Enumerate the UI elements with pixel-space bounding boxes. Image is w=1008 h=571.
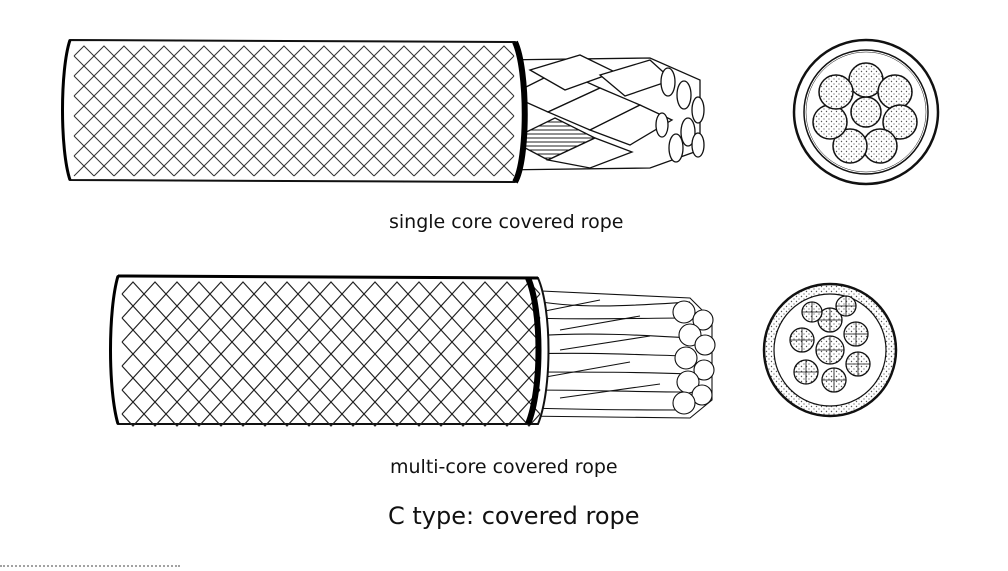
cropped-text-line [0,565,180,571]
multi-core-rope-drawing [109,274,716,427]
single-core-cross-section [792,38,940,186]
multi-core-caption: multi-core covered rope [390,456,618,478]
figure-title: C type: covered rope [388,502,640,530]
single-core-caption: single core covered rope [389,211,624,233]
single-core-braided-jacket [61,38,528,184]
multi-core-cross-section [762,282,898,418]
multi-core-exposed-strands [519,289,716,419]
single-core-rope-drawing [61,38,705,184]
multi-core-braided-jacket [109,274,550,427]
single-core-exposed-strands [499,54,705,171]
